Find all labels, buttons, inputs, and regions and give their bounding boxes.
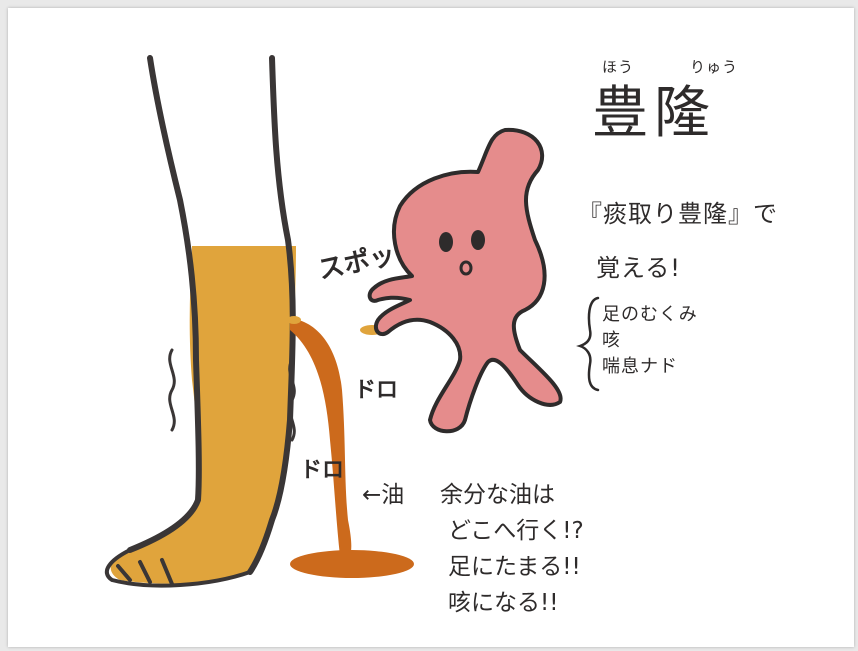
character-mouth bbox=[459, 260, 473, 276]
oil-drop-leg bbox=[287, 316, 301, 324]
explanation-line: 余分な油は bbox=[440, 482, 555, 508]
symptom-item: 咳 bbox=[602, 330, 621, 351]
mnemonic-line-1: 『痰取り豊隆』で bbox=[578, 200, 778, 228]
oil-stream bbox=[290, 318, 352, 556]
leg-outline-left bbox=[127, 55, 202, 553]
explanation-line: 咳になる!! bbox=[448, 590, 559, 616]
shake-line-left bbox=[168, 348, 176, 432]
character-body bbox=[367, 127, 563, 434]
symptom-item: 足のむくみ bbox=[602, 304, 698, 325]
explanation-line: 足にたまる!! bbox=[448, 554, 581, 580]
oil-puddle bbox=[290, 550, 414, 578]
title-ruby-2: りゅう bbox=[690, 58, 739, 76]
character-eye-right bbox=[471, 230, 485, 250]
oil-label: ←油 bbox=[362, 482, 405, 508]
title-ruby-1: ほう bbox=[602, 58, 635, 76]
explanation-line: どこへ行く!? bbox=[448, 518, 584, 544]
symptom-item: 喘息ナド bbox=[602, 356, 678, 377]
page-title: 豊隆 bbox=[592, 81, 716, 146]
sound-effect-drip-2: ドロ bbox=[300, 458, 345, 483]
mnemonic-line-2: 覚える! bbox=[596, 254, 681, 282]
shake-line-right bbox=[288, 358, 296, 442]
sound-effect-drip-1: ドロ bbox=[354, 378, 399, 403]
symptom-bracket bbox=[576, 296, 600, 392]
character-eye-left bbox=[439, 232, 453, 252]
leg-oil-fill bbox=[110, 246, 297, 584]
leg-toes bbox=[104, 548, 252, 588]
